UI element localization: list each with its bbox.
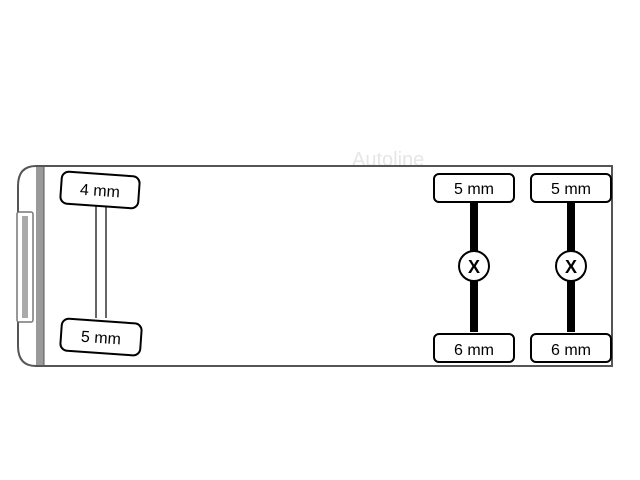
rear-axle-2-differential: X — [555, 250, 587, 282]
front-axle: 4 mm 5 mm — [59, 170, 143, 357]
front-bumper — [36, 167, 44, 365]
rear-axle-1-left-tire: 5 mm — [433, 173, 515, 203]
rear-axle-2-right-tire-label: 6 mm — [551, 342, 591, 359]
rear-axle-1-left-tire-label: 5 mm — [454, 181, 494, 198]
rear-axle-2: 5 mm 6 mm X — [530, 173, 612, 363]
rear-axle-2-mark: X — [565, 257, 577, 277]
rear-axle-1-right-tire-label: 6 mm — [454, 342, 494, 359]
rear-axle-1-differential: X — [458, 250, 490, 282]
rear-axle-2-left-tire-label: 5 mm — [551, 181, 591, 198]
front-left-tire: 4 mm — [59, 170, 141, 210]
vehicle-body — [16, 165, 613, 367]
front-right-tire: 5 mm — [59, 317, 143, 357]
rear-axle-2-left-tire: 5 mm — [530, 173, 612, 203]
rear-axle-1-right-tire: 6 mm — [433, 333, 515, 363]
front-right-tire-label: 5 mm — [80, 329, 121, 349]
rear-axle-1: 5 mm 6 mm X — [433, 173, 515, 363]
rear-axle-1-mark: X — [468, 257, 480, 277]
rear-axle-2-right-tire: 6 mm — [530, 333, 612, 363]
front-left-tire-label: 4 mm — [79, 182, 120, 202]
